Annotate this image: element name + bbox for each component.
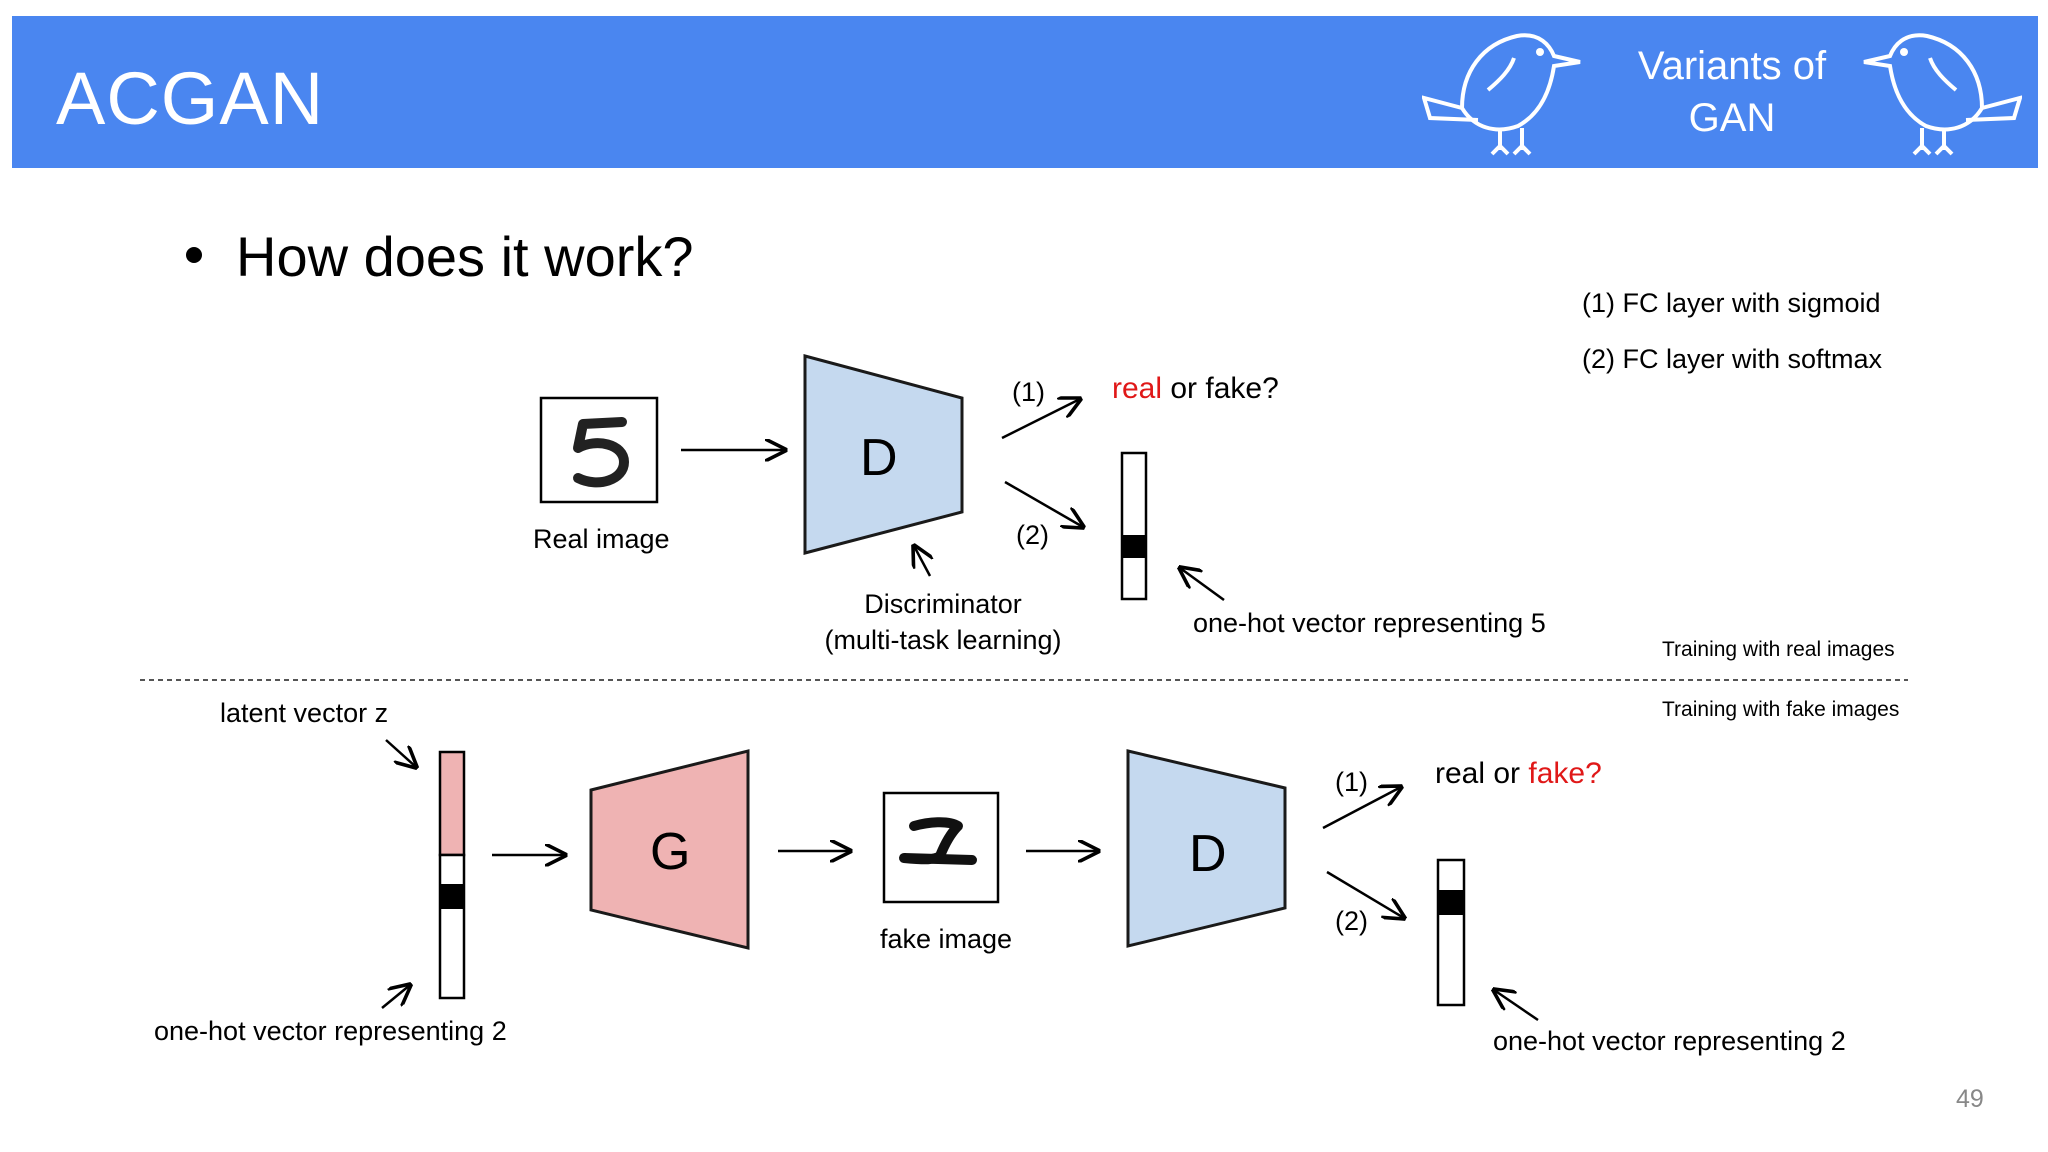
bullet-question: How does it work? [186,224,694,289]
branch-2-label: (2) [1016,520,1049,550]
digit-5-glyph [573,417,629,488]
fake-image-label: fake image [880,924,1013,954]
onehot-input-active-cell [440,884,464,909]
arrow-to-onehot-fake [1494,990,1539,1022]
arrow-to-d-caption [914,546,930,577]
onehot-vector-real [1120,451,1148,601]
real-word: real [1112,372,1163,405]
arrow-to-onehot-real [1180,568,1225,602]
branch-1-label: (1) [1012,377,1045,407]
legend-item-1: (1) FC layer with sigmoid [1582,288,1881,318]
onehot-real-label: one-hot vector representing 5 [1193,608,1546,638]
real-image-label: Real image [533,524,670,554]
discriminator-caption: Discriminator (multi-task learning) [818,586,1068,658]
real-or-text: real or [1435,757,1529,790]
generator-label: G [650,823,691,881]
arrow-to-latent [385,739,416,767]
bird-right-icon [1863,33,2022,156]
subtitle-line-2: GAN [1688,96,1776,140]
bird-left-icon [1422,33,1581,156]
legend-item-2: (2) FC layer with softmax [1582,344,1883,374]
arrow-to-onehot-input [381,985,410,1009]
real-or-fake-output: real or fake? [1112,372,1279,406]
bullet-dot [186,247,202,264]
branch-1-fake-label: (1) [1335,767,1368,797]
fake-word: fake? [1528,757,1602,790]
discriminator-caption-line-2: (multi-task learning) [824,625,1062,655]
subtitle-line-1: Variants of [1637,44,1827,88]
onehot-vector-fake [1436,858,1466,1007]
onehot-active-cell-real [1122,535,1146,558]
subtitle: Variants of GAN [1617,40,1847,144]
onehot-active-cell-fake [1438,890,1464,915]
training-fake-note: Training with fake images [1662,698,1900,721]
page-number: 49 [1956,1085,1984,1113]
discriminator-caption-line-1: Discriminator [864,589,1022,619]
onehot-input-label: one-hot vector representing 2 [154,1016,507,1046]
digit-2-glyph [899,817,977,865]
discriminator-fake-label: D [1189,825,1227,883]
generator-shape [589,749,750,950]
discriminator-label: D [860,429,898,487]
arrow-branch-1-fake [1322,787,1401,830]
latent-vector-z [438,750,466,857]
discriminator-shape [803,354,964,555]
slide-title: ACGAN [56,57,325,140]
branch-2-fake-label: (2) [1335,906,1368,936]
real-or-fake-output-fake: real or fake? [1435,757,1602,791]
onehot-fake-label: one-hot vector representing 2 [1493,1026,1846,1056]
training-real-note: Training with real images [1662,638,1895,661]
arrow-branch-1 [1001,399,1080,440]
discriminator-shape-fake [1126,749,1287,948]
onehot-input-vector [438,853,466,1000]
bullet-text: How does it work? [236,225,694,288]
or-fake-text: or fake? [1162,372,1279,405]
latent-vector-label: latent vector z [220,698,389,728]
arrow-branch-2-fake [1326,870,1404,918]
header-bar: ACGAN Variants of GAN [12,16,2038,168]
arrow-branch-2 [1004,480,1083,527]
